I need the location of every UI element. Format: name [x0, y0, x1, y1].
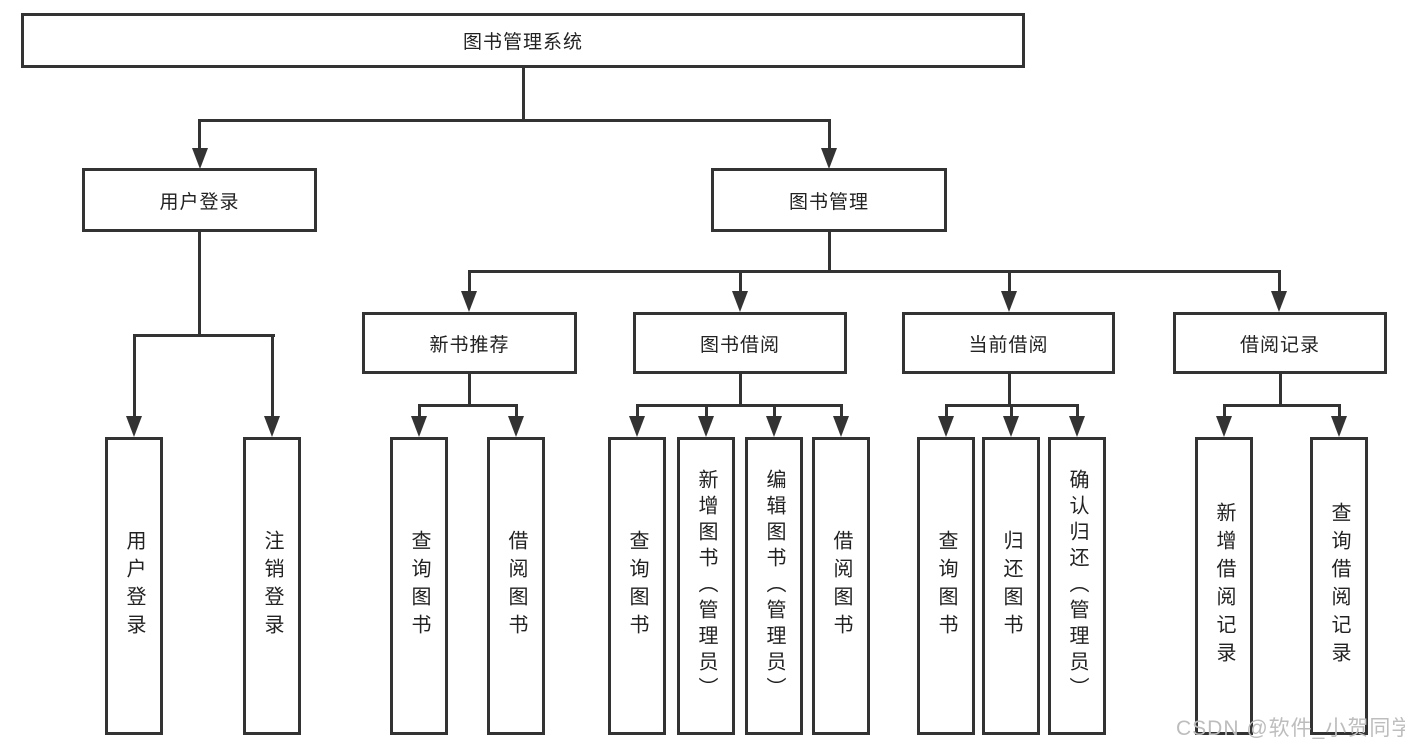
- arrow-down-icon: [821, 148, 837, 169]
- leaf-confirm-return-admin: 确认归还（管理员）: [1048, 437, 1106, 735]
- leaf-return-books: 归还图书: [982, 437, 1040, 735]
- node-root-system: 图书管理系统: [21, 13, 1025, 68]
- connector-line: [772, 404, 776, 419]
- connector-line: [1337, 404, 1341, 419]
- connector-line: [132, 334, 136, 418]
- arrow-down-icon: [938, 416, 954, 437]
- connector-line: [827, 232, 831, 273]
- leaf-query-books-3: 查询图书: [917, 437, 975, 735]
- node-user-login: 用户登录: [82, 168, 317, 232]
- arrow-down-icon: [191, 148, 208, 169]
- arrow-down-icon: [732, 291, 748, 312]
- arrow-down-icon: [1331, 416, 1347, 437]
- leaf-add-books-admin: 新增图书（管理员）: [677, 437, 735, 735]
- arrow-down-icon: [1271, 291, 1287, 312]
- connector-line: [270, 334, 274, 418]
- connector-line: [521, 68, 525, 122]
- arrow-down-icon: [461, 291, 477, 312]
- arrow-down-icon: [1001, 291, 1017, 312]
- connector-line: [468, 374, 471, 407]
- connector-line: [417, 404, 518, 407]
- leaf-query-books-2: 查询图书: [608, 437, 666, 735]
- leaf-query-books-1: 查询图书: [390, 437, 448, 735]
- connector-line: [827, 119, 831, 151]
- node-book-borrowing: 图书借阅: [633, 312, 847, 374]
- connector-line: [132, 334, 275, 337]
- arrow-down-icon: [1003, 416, 1019, 437]
- connector-line: [1277, 270, 1281, 294]
- connector-line: [198, 232, 201, 336]
- arrow-down-icon: [508, 416, 524, 437]
- leaf-borrow-books-2: 借阅图书: [812, 437, 870, 735]
- connector-line: [514, 404, 518, 419]
- connector-line: [417, 404, 421, 419]
- connector-line: [635, 404, 843, 407]
- arrow-down-icon: [411, 416, 427, 437]
- leaf-edit-books-admin: 编辑图书（管理员）: [745, 437, 803, 735]
- connector-line: [1278, 374, 1282, 407]
- connector-line: [467, 270, 471, 294]
- connector-line: [1222, 404, 1226, 419]
- connector-line: [198, 119, 831, 122]
- arrow-down-icon: [629, 416, 645, 437]
- leaf-borrow-books-1: 借阅图书: [487, 437, 545, 735]
- leaf-query-borrow-record: 查询借阅记录: [1310, 437, 1368, 735]
- csdn-watermark: CSDN @软件_小贺同学: [1176, 717, 1405, 740]
- connector-line: [738, 270, 742, 294]
- connector-line: [467, 270, 1281, 273]
- connector-line: [839, 404, 843, 419]
- leaf-logout: 注销登录: [243, 437, 301, 735]
- node-new-book-recommend: 新书推荐: [362, 312, 577, 374]
- node-borrowing-records: 借阅记录: [1173, 312, 1387, 374]
- connector-line: [198, 119, 201, 151]
- connector-line: [738, 374, 742, 407]
- connector-line: [1007, 270, 1011, 294]
- connector-line: [1222, 404, 1341, 407]
- arrow-down-icon: [264, 416, 280, 437]
- node-book-management: 图书管理: [711, 168, 947, 232]
- arrow-down-icon: [698, 416, 714, 437]
- connector-line: [1007, 374, 1011, 407]
- arrow-down-icon: [126, 416, 142, 437]
- connector-line: [944, 404, 948, 419]
- leaf-user-login: 用户登录: [105, 437, 163, 735]
- connector-line: [635, 404, 639, 419]
- arrow-down-icon: [766, 416, 782, 437]
- arrow-down-icon: [1069, 416, 1085, 437]
- leaf-add-borrow-record: 新增借阅记录: [1195, 437, 1253, 735]
- node-current-borrowing: 当前借阅: [902, 312, 1115, 374]
- arrow-down-icon: [833, 416, 849, 437]
- connector-line: [704, 404, 708, 419]
- arrow-down-icon: [1216, 416, 1232, 437]
- connector-line: [1075, 404, 1079, 419]
- connector-line: [1009, 404, 1013, 419]
